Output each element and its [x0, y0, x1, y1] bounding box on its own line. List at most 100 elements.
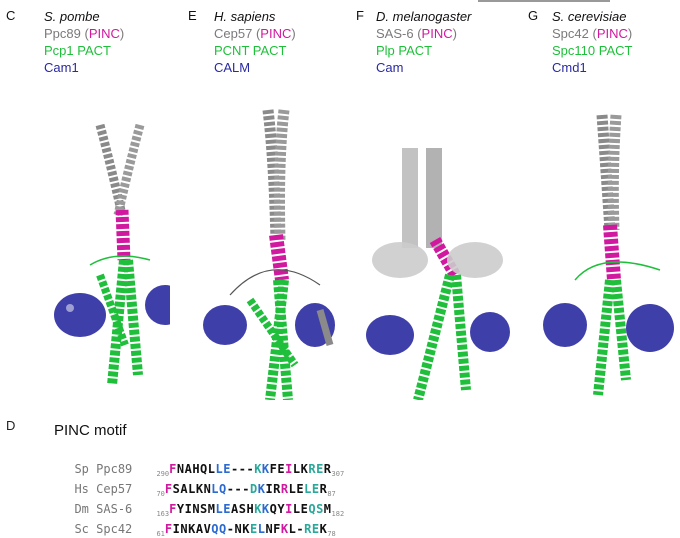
end-number: 307	[331, 470, 345, 478]
structure-render	[54, 123, 170, 386]
residue: -	[296, 522, 305, 536]
residue: E	[249, 522, 258, 536]
residue: Q	[211, 522, 220, 536]
pact-label: Pcp1 PACT	[44, 43, 111, 58]
residue: A	[230, 502, 239, 516]
residue: H	[192, 462, 201, 476]
sequence-name: Sp Ppc89	[74, 462, 133, 476]
pinc-tag: PINC	[88, 26, 120, 41]
residue: F	[169, 462, 177, 476]
residue: N	[176, 462, 185, 476]
pinc-protein: Ppc89	[44, 26, 81, 41]
residue: K	[257, 482, 266, 496]
panel-letter: G	[528, 8, 539, 23]
residue: F	[269, 462, 278, 476]
residue: M	[323, 502, 332, 516]
species-name: D. melanogaster	[376, 9, 472, 24]
structure-render	[543, 114, 674, 396]
residue: Q	[219, 482, 227, 496]
residue: M	[207, 502, 216, 516]
residue: Y	[176, 502, 185, 516]
residue: K	[300, 462, 309, 476]
residue: F	[164, 522, 173, 536]
residue: L	[288, 522, 297, 536]
pinc-protein: Cep57	[214, 26, 253, 41]
residue: K	[195, 482, 204, 496]
sequence: FSALKNLQ---DKIRRLELER	[165, 482, 327, 496]
residue: L	[292, 502, 301, 516]
sequence-name: Dm SAS-6	[74, 502, 133, 516]
residue: -	[238, 462, 247, 476]
residue: L	[207, 462, 216, 476]
residue: L	[257, 522, 266, 536]
panel-letter: F	[356, 8, 364, 23]
residue: -	[234, 482, 243, 496]
residue: L	[304, 482, 312, 496]
panel-legend: D. melanogaster SAS-6 (PINC) Plp PACT Ca…	[376, 9, 472, 75]
residue: Q	[269, 502, 278, 516]
pinc-tag: PINC	[260, 26, 292, 41]
residue: S	[172, 482, 181, 496]
sequence-name: Sc Spc42	[74, 522, 133, 536]
residue: E	[277, 462, 286, 476]
pinc-protein: SAS-6	[376, 26, 414, 41]
residue: L	[292, 462, 301, 476]
residue: S	[200, 502, 208, 516]
end-number: 182	[331, 510, 345, 518]
panel-legend: H. sapiens Cep57 (PINC) PCNT PACT CALM	[214, 9, 296, 75]
panel-letter-d: D	[6, 418, 16, 433]
residue: K	[261, 502, 270, 516]
residue: -	[230, 462, 239, 476]
pact-label: PCNT PACT	[214, 43, 287, 58]
residue: I	[184, 502, 193, 516]
residue: A	[195, 522, 204, 536]
residue: E	[311, 482, 320, 496]
residue: Q	[308, 502, 317, 516]
residue: E	[311, 522, 320, 536]
residue: H	[246, 502, 255, 516]
residue: -	[242, 482, 250, 496]
residue: K	[254, 462, 262, 476]
residue: R	[304, 522, 312, 536]
sequence: FNAHQLLE---KKFEILKRER	[169, 462, 331, 476]
sequence: FINKAVQQ-NKELNFKL-REK	[165, 522, 327, 536]
residue: N	[234, 522, 243, 536]
residue: E	[316, 462, 324, 476]
structure-render	[366, 148, 510, 400]
pinc-protein: Spc42	[552, 26, 589, 41]
residue: L	[288, 482, 297, 496]
pact-label: Spc110 PACT	[552, 43, 633, 58]
residue: Y	[277, 502, 286, 516]
cam-label: CALM	[214, 60, 251, 75]
residue: I	[285, 462, 293, 476]
cam-label: Cam	[376, 60, 404, 75]
residue: S	[238, 502, 247, 516]
start-number: 61	[156, 530, 165, 538]
residue: K	[280, 522, 289, 536]
species-name: S. cerevisiae	[552, 9, 627, 24]
structure-render	[203, 109, 335, 400]
panel-c: C S. pombe Ppc89 (PINC) Pcp1 PACT Cam1	[0, 0, 170, 395]
residue: I	[172, 522, 181, 536]
start-number: 290	[156, 470, 170, 478]
residue: D	[249, 482, 258, 496]
residue: -	[226, 522, 235, 536]
residue: Q	[219, 522, 227, 536]
pact-label: Plp PACT	[376, 43, 433, 58]
residue: K	[188, 522, 196, 536]
residue: A	[184, 462, 193, 476]
residue: N	[180, 522, 189, 536]
cam-label: Cam1	[44, 60, 79, 75]
residue: E	[223, 462, 231, 476]
species-name: H. sapiens	[214, 9, 276, 24]
residue: L	[188, 482, 196, 496]
residue: F	[164, 482, 173, 496]
panel-g: G S. cerevisiae Spc42 (PINC) Spc110 PACT…	[510, 0, 680, 396]
residue: E	[300, 502, 309, 516]
motif-title: PINC motif	[54, 422, 127, 439]
panel-e: E H. sapiens Cep57 (PINC) PCNT PACT CALM	[170, 0, 340, 400]
